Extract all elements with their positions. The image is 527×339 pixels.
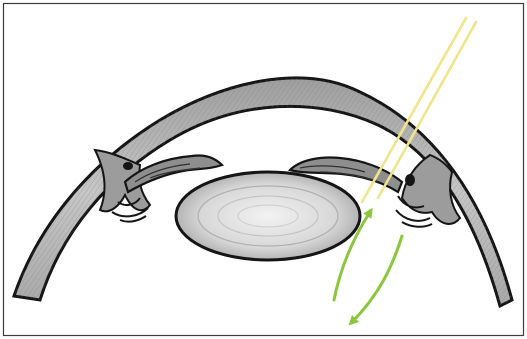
crystalline-lens [176,172,360,260]
left-schlemm-canal [123,162,133,170]
right-schlemm-canal [405,174,415,186]
